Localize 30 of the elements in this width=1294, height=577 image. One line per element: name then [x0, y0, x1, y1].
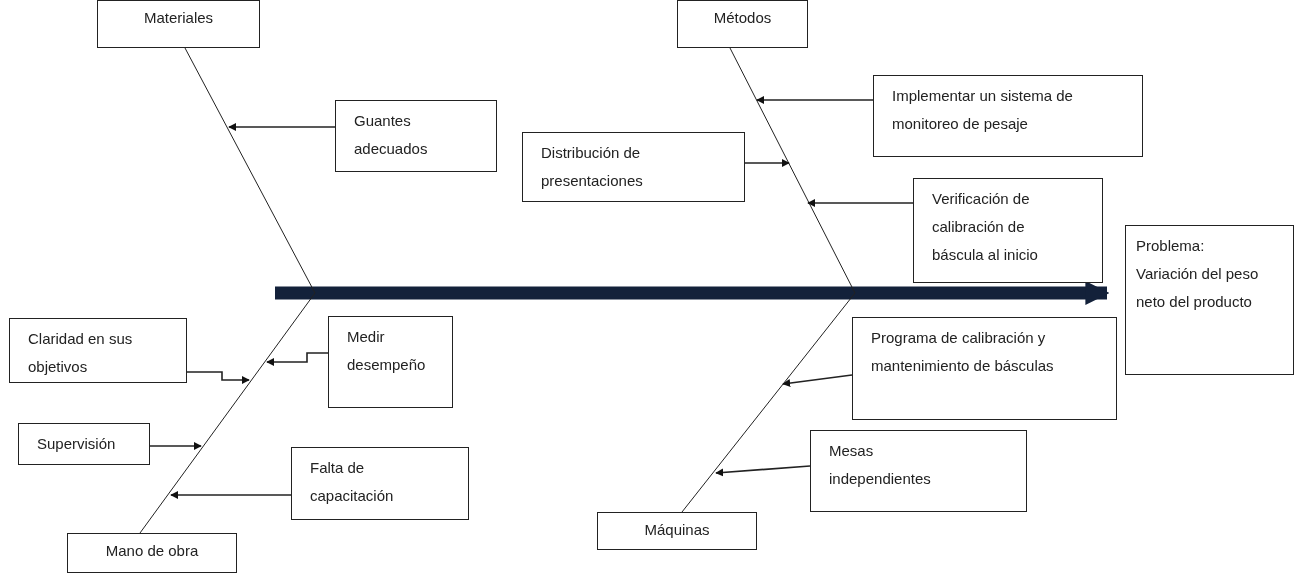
- category-box: Máquinas: [597, 512, 757, 550]
- cause-box: Distribución de presentaciones: [522, 132, 745, 202]
- arrow: [228, 123, 336, 131]
- bone-line: [139, 292, 316, 534]
- cause-box: Mesas independientes: [810, 430, 1027, 512]
- arrow: [715, 465, 811, 477]
- arrow: [744, 159, 790, 167]
- bone-line: [681, 292, 856, 513]
- cause-box: Programa de calibración y mantenimiento de básculas: [852, 317, 1117, 420]
- cause-box: Guantes adecuados: [335, 100, 497, 172]
- arrow: [756, 96, 874, 104]
- category-box: Materiales: [97, 0, 260, 48]
- category-box: Métodos: [677, 0, 808, 48]
- bone-line: [729, 47, 856, 294]
- problem-box: Problema: Variación del peso neto del producto: [1125, 225, 1294, 375]
- cause-box: Claridad en sus objetivos: [9, 318, 187, 383]
- arrow: [807, 199, 914, 207]
- bone-line: [184, 47, 316, 294]
- cause-box: Falta de capacitación: [291, 447, 469, 520]
- cause-box: Verificación de calibración de báscula al inicio: [913, 178, 1103, 283]
- arrow: [186, 371, 250, 384]
- category-box: Mano de obra: [67, 533, 237, 573]
- cause-box: Implementar un sistema de monitoreo de pesaje: [873, 75, 1143, 157]
- arrow: [170, 491, 292, 499]
- arrow: [266, 352, 329, 366]
- cause-box: Medir desempeño: [328, 316, 453, 408]
- spine-arrow: [275, 281, 1110, 305]
- cause-box: Supervisión: [18, 423, 150, 465]
- arrow: [782, 374, 853, 388]
- arrow: [149, 442, 202, 450]
